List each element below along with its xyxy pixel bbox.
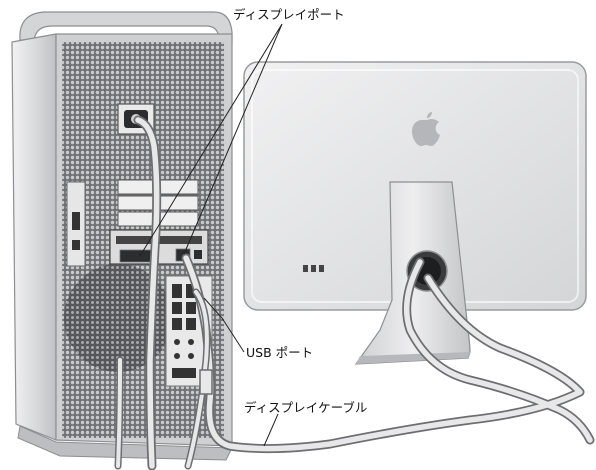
monitor-ports — [303, 265, 324, 272]
display-cable-leader — [263, 413, 279, 447]
display-cable-label: ディスプレイケーブル — [244, 400, 368, 415]
usb-port-leader — [203, 297, 245, 353]
monitor — [243, 61, 587, 365]
fan-grille — [64, 264, 172, 372]
display-port-leader-1 — [139, 23, 283, 257]
cables — [114, 115, 595, 470]
leader-lines — [139, 23, 283, 447]
usb-port-label: USB ポート — [246, 345, 314, 360]
display-port-label: ディスプレイポート — [233, 7, 345, 22]
apple-logo-icon — [412, 112, 440, 146]
left-connector-strip — [66, 181, 86, 267]
mac-pro-tower — [11, 11, 233, 461]
display-port-leader-2 — [183, 23, 283, 255]
tower-side — [11, 33, 57, 441]
